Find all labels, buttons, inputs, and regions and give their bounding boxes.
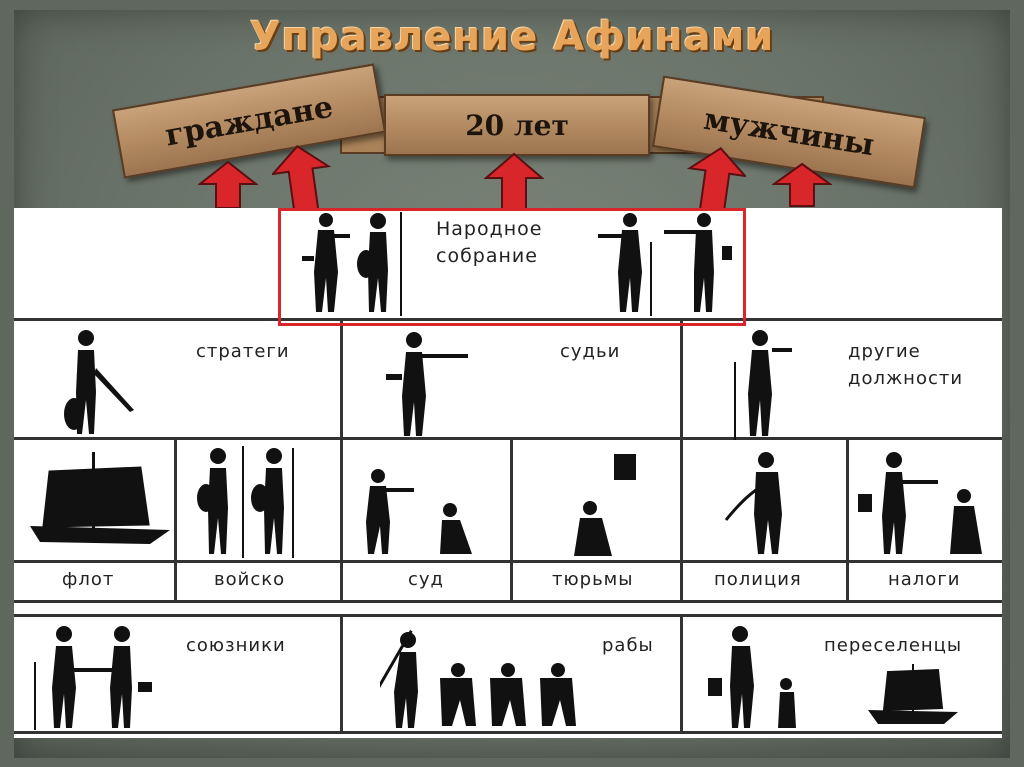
slaves-label: рабы xyxy=(602,635,654,656)
citizen-figure-icon xyxy=(598,213,652,316)
police-figure-icon xyxy=(724,452,782,554)
divider xyxy=(680,320,683,438)
tax-collector-figure-icon xyxy=(858,452,982,554)
arrow-up-icon xyxy=(272,145,332,216)
divider xyxy=(680,439,683,601)
trireme-ship-icon xyxy=(30,452,170,544)
allies-figures-icon xyxy=(34,626,152,730)
citizen-figure-icon xyxy=(664,213,732,312)
government-diagram xyxy=(14,208,1002,738)
divider xyxy=(340,320,343,438)
divider xyxy=(14,318,1002,321)
assembly-label: Народное собрание xyxy=(436,218,543,267)
plank-age: 20 лет xyxy=(384,94,650,156)
divider xyxy=(14,600,1002,603)
arrow-up-icon xyxy=(772,162,832,207)
divider xyxy=(510,439,513,601)
arrow-up-icon xyxy=(198,160,258,209)
other-officials-label: другие должности xyxy=(848,341,964,389)
police-label: полиция xyxy=(714,569,802,590)
divider xyxy=(846,439,849,601)
divider xyxy=(174,439,177,601)
court-label: суд xyxy=(408,569,444,590)
strategists-label: стратеги xyxy=(196,341,290,362)
judge-figure-icon xyxy=(386,332,468,436)
divider xyxy=(680,616,683,732)
prison-window-icon xyxy=(614,454,636,480)
court-figure-icon xyxy=(366,469,472,554)
divider xyxy=(340,439,343,601)
citizen-figure-icon xyxy=(302,213,350,312)
divider xyxy=(340,616,343,732)
assembly-highlight-box xyxy=(278,208,746,326)
settlers-label: переселенцы xyxy=(824,635,963,656)
page-title: Управление Афинами xyxy=(249,14,775,60)
prisoner-figure-icon xyxy=(574,501,612,556)
taxes-label: налоги xyxy=(888,569,961,590)
fleet-label: флот xyxy=(62,569,115,590)
soldier-figure-icon xyxy=(197,446,244,558)
strategist-figure-icon xyxy=(64,330,134,434)
allies-label: союзники xyxy=(186,635,286,656)
divider xyxy=(14,560,1002,563)
ship-icon xyxy=(868,664,958,724)
divider xyxy=(14,437,1002,440)
slaves-figures-icon xyxy=(380,630,576,730)
hoplite-figure-icon xyxy=(357,212,402,316)
plank-age-label: 20 лет xyxy=(465,108,569,142)
divider xyxy=(14,614,1002,617)
official-figure-icon xyxy=(734,330,792,440)
divider xyxy=(14,731,1002,734)
army-label: войско xyxy=(214,569,286,590)
soldier-figure-icon xyxy=(251,448,294,558)
prisons-label: тюрьмы xyxy=(552,569,634,590)
judges-label: судьи xyxy=(560,341,621,362)
settlers-figures-icon xyxy=(708,626,796,728)
